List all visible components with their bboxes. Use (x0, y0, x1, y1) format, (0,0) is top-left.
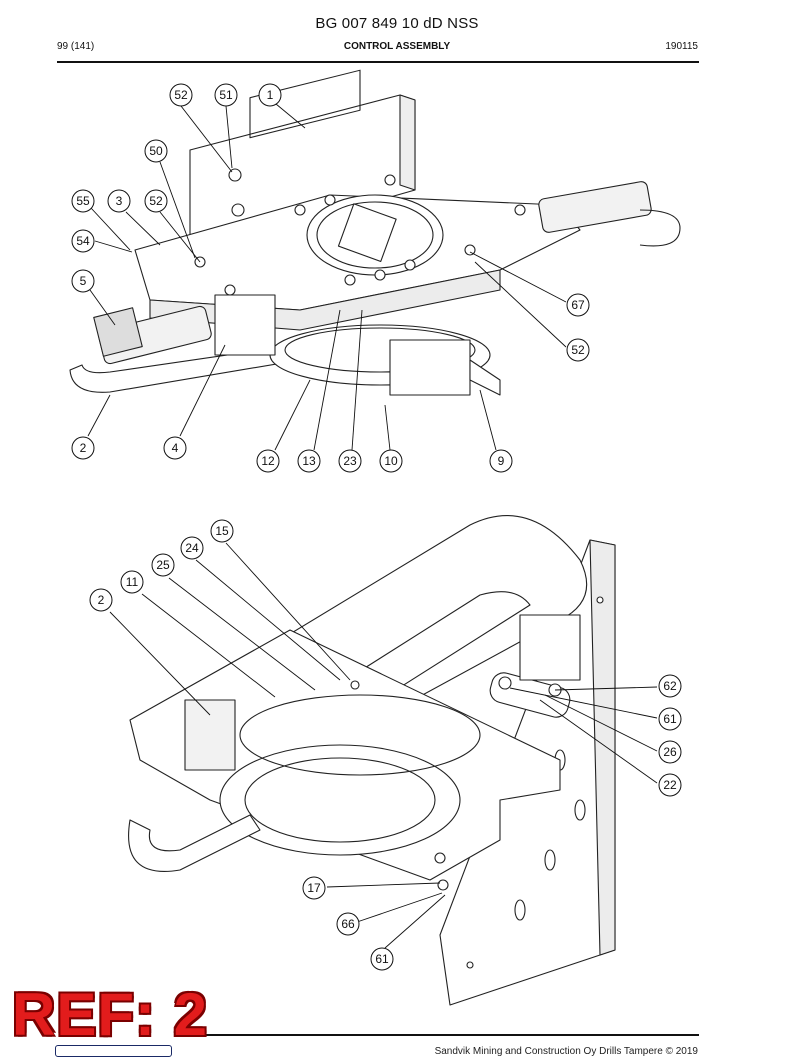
ref-stamp: REF: 2 (12, 981, 209, 1048)
svg-text:67: 67 (571, 298, 585, 312)
callout-5: 5 (71, 269, 95, 293)
svg-text:1: 1 (267, 88, 274, 102)
callout-52c: 52 (566, 338, 590, 362)
svg-text:54: 54 (76, 234, 90, 248)
page-number: 99 (141) (57, 41, 95, 52)
svg-text:2: 2 (80, 441, 87, 455)
callout-25: 25 (151, 553, 175, 577)
svg-text:52: 52 (571, 343, 585, 357)
callout-1: 1 (258, 83, 282, 107)
callout-61: 61 (658, 707, 682, 731)
document-title: BG 007 849 10 dD NSS (315, 15, 479, 32)
leader-lines (87, 103, 658, 949)
svg-text:62: 62 (663, 679, 677, 693)
svg-text:24: 24 (185, 541, 199, 555)
svg-text:15: 15 (215, 524, 229, 538)
svg-text:52: 52 (174, 88, 188, 102)
callout-26: 26 (658, 740, 682, 764)
callout-55: 55 (71, 189, 95, 213)
callout-13: 13 (297, 449, 321, 473)
svg-text:61: 61 (375, 952, 389, 966)
section-title: CONTROL ASSEMBLY (343, 41, 451, 52)
svg-text:13: 13 (302, 454, 316, 468)
footer-copyright: Sandvik Mining and Construction Oy Drill… (434, 1046, 698, 1057)
svg-text:17: 17 (307, 881, 321, 895)
callout-50: 50 (144, 139, 168, 163)
callout-10: 10 (379, 449, 403, 473)
svg-text:55: 55 (76, 194, 90, 208)
svg-text:12: 12 (261, 454, 275, 468)
callout-54: 54 (71, 229, 95, 253)
svg-text:5: 5 (80, 274, 87, 288)
svg-text:51: 51 (219, 88, 233, 102)
callout-66: 66 (336, 912, 360, 936)
document-code: 190115 (665, 41, 698, 52)
header-rule (57, 61, 699, 63)
callout-52: 52 (169, 83, 193, 107)
callout-62: 62 (658, 674, 682, 698)
sandvik-logo (55, 1045, 172, 1057)
callout-12: 12 (256, 449, 280, 473)
svg-text:25: 25 (156, 558, 170, 572)
callout-11: 11 (120, 570, 144, 594)
callout-15: 15 (210, 519, 234, 543)
svg-text:2: 2 (98, 593, 105, 607)
top-assembly-view (69, 69, 681, 396)
callout-bubbles: 52 51 1 50 55 3 52 54 5 67 52 2 4 12 13 … (71, 83, 682, 971)
callout-2b: 2 (89, 588, 113, 612)
svg-text:66: 66 (341, 917, 355, 931)
callout-2: 2 (71, 436, 95, 460)
svg-text:23: 23 (343, 454, 357, 468)
svg-text:52: 52 (149, 194, 163, 208)
svg-text:3: 3 (116, 194, 123, 208)
svg-text:10: 10 (384, 454, 398, 468)
callout-4: 4 (163, 436, 187, 460)
footer-rule (180, 1034, 699, 1036)
callout-52b: 52 (144, 189, 168, 213)
callout-3: 3 (107, 189, 131, 213)
callout-22: 22 (658, 773, 682, 797)
callout-24: 24 (180, 536, 204, 560)
callout-61b: 61 (370, 947, 394, 971)
svg-text:4: 4 (172, 441, 179, 455)
svg-text:50: 50 (149, 144, 163, 158)
callout-67: 67 (566, 293, 590, 317)
callout-51: 51 (214, 83, 238, 107)
callout-23: 23 (338, 449, 362, 473)
callout-17: 17 (302, 876, 326, 900)
svg-text:26: 26 (663, 745, 677, 759)
svg-text:9: 9 (498, 454, 505, 468)
callout-9: 9 (489, 449, 513, 473)
svg-text:22: 22 (663, 778, 677, 792)
svg-text:61: 61 (663, 712, 677, 726)
svg-text:11: 11 (126, 575, 139, 589)
bottom-assembly-view (128, 515, 616, 1006)
